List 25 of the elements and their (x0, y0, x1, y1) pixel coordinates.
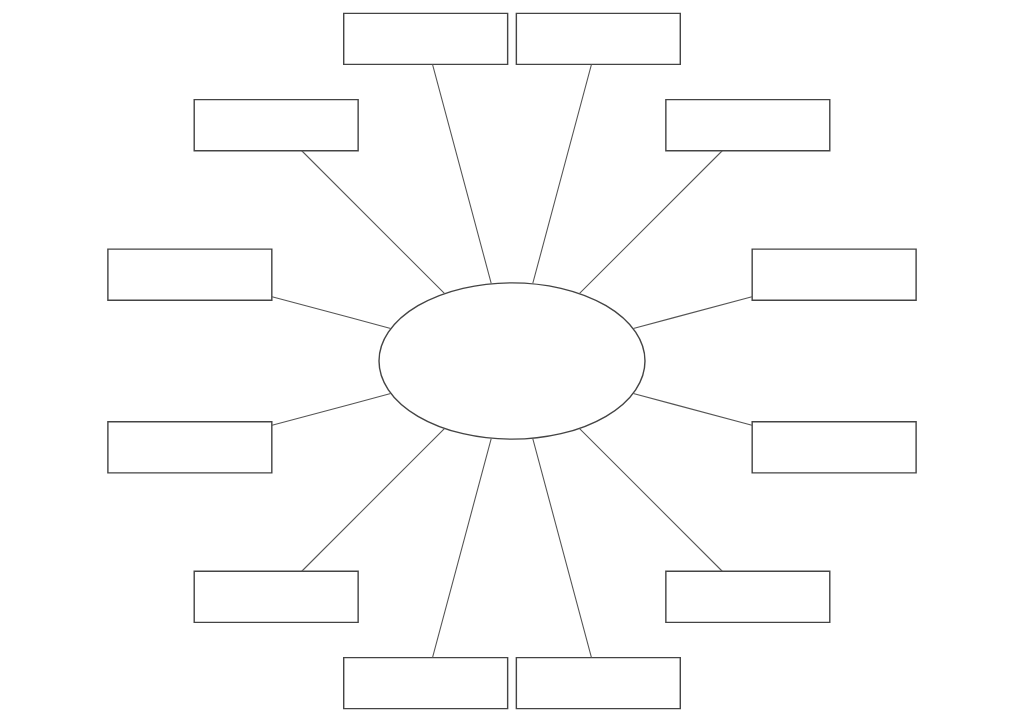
node-box (515, 656, 681, 709)
node-box (193, 570, 359, 623)
connector (579, 149, 723, 294)
node-box (751, 247, 917, 301)
connector (579, 427, 723, 572)
connector (632, 295, 753, 329)
node-box (665, 98, 831, 151)
connector (532, 437, 592, 658)
node-box (107, 420, 273, 474)
connector (431, 63, 492, 284)
node-box (343, 656, 509, 709)
connector (532, 63, 592, 284)
node-box (665, 570, 831, 623)
connector (271, 295, 392, 329)
connector (431, 437, 492, 658)
node-ellipse (378, 281, 646, 440)
node-box (343, 12, 509, 65)
connector (301, 149, 445, 294)
connector (301, 427, 445, 572)
connector (271, 392, 392, 426)
node-box (107, 247, 273, 301)
connector (632, 392, 753, 426)
node-box (751, 420, 917, 474)
node-box (515, 12, 681, 65)
node-box (193, 98, 359, 151)
